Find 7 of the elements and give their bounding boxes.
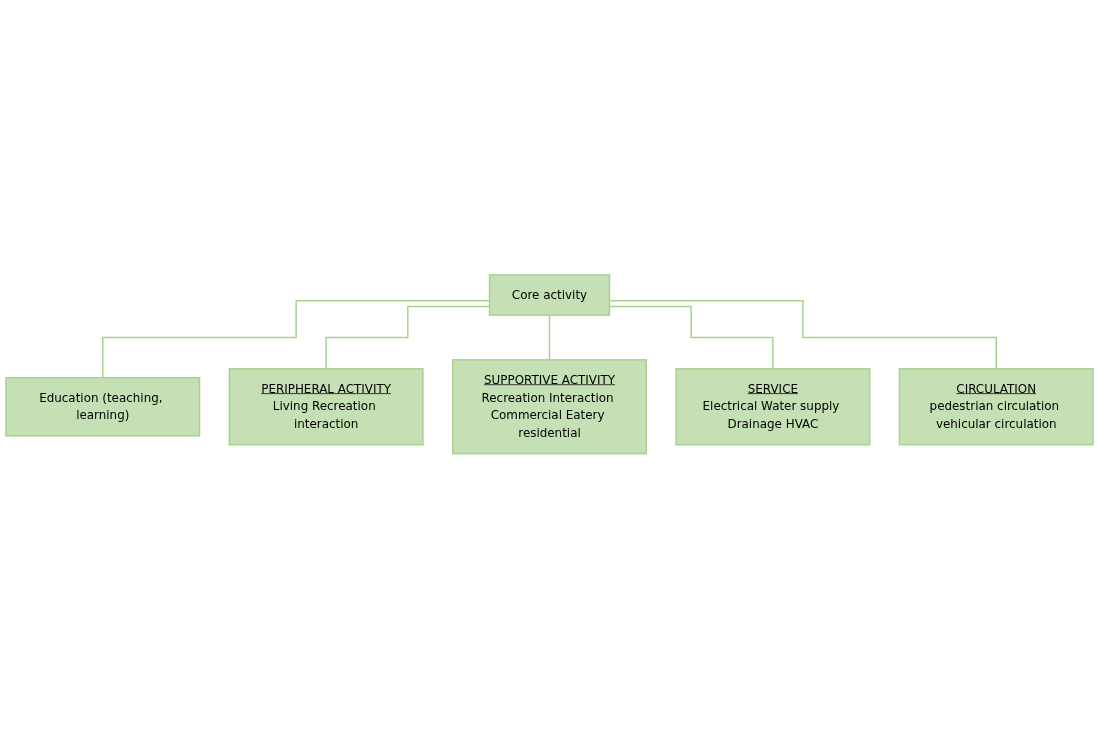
node-box: SERVICE Electrical Water supply Drainage HVAC — [675, 368, 871, 446]
node-box: SUPPORTIVE ACTIVITY Recreation Interaction Commercial Eatery residential — [451, 359, 648, 455]
node-box: CIRCULATION pedestrian circulation vehicular circulation — [898, 368, 1094, 446]
connector — [548, 314, 551, 361]
node-box: Core activity — [488, 274, 611, 317]
node-box: Education (teaching, learning) — [5, 377, 201, 437]
node-box: PERIPHERAL ACTIVITY Living Recreation interaction — [228, 368, 424, 446]
